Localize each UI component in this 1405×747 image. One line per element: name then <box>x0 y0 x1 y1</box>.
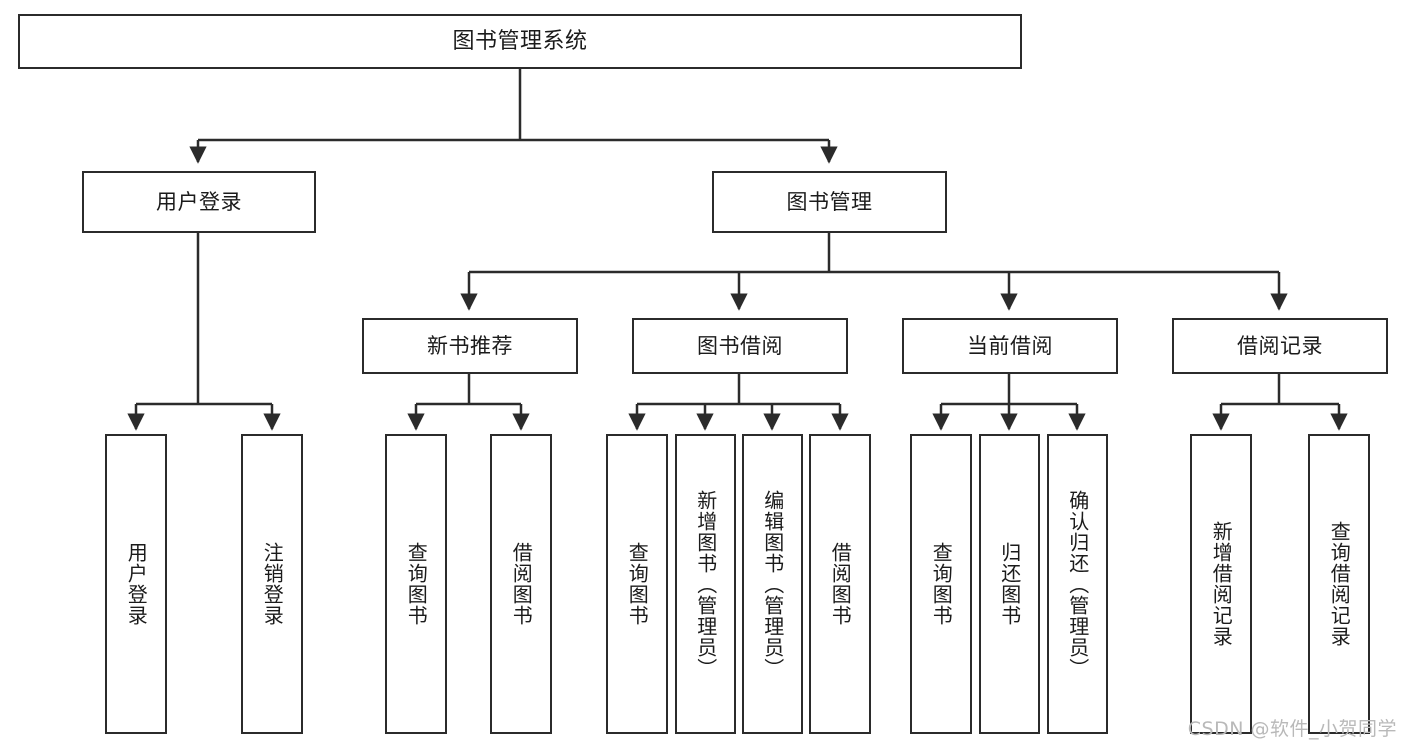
node-root-label: 图书管理系统 <box>452 28 588 54</box>
node-leaf-add-record-label: 新增借阅记录 <box>1209 521 1234 647</box>
node-leaf-query-book-1-label: 查询图书 <box>404 542 429 626</box>
node-leaf-borrow-book-2[interactable]: 借阅图书 <box>809 434 871 734</box>
node-leaf-user-login-label: 用户登录 <box>124 542 149 626</box>
node-leaf-logout-login-label: 注销登录 <box>260 542 285 626</box>
node-leaf-borrow-book-1-label: 借阅图书 <box>509 542 534 626</box>
node-current-borrow[interactable]: 当前借阅 <box>902 318 1118 374</box>
node-new-book-recommend[interactable]: 新书推荐 <box>362 318 578 374</box>
node-leaf-add-book[interactable]: 新增图书（管理员） <box>675 434 736 734</box>
node-borrow-record-label: 借阅记录 <box>1237 333 1323 358</box>
node-book-borrow-label: 图书借阅 <box>697 333 783 358</box>
node-leaf-query-book-3[interactable]: 查询图书 <box>910 434 972 734</box>
node-book-borrow[interactable]: 图书借阅 <box>632 318 848 374</box>
node-leaf-edit-book[interactable]: 编辑图书（管理员） <box>742 434 803 734</box>
node-root[interactable]: 图书管理系统 <box>18 14 1022 69</box>
node-leaf-confirm-return[interactable]: 确认归还（管理员） <box>1047 434 1108 734</box>
node-leaf-logout-login[interactable]: 注销登录 <box>241 434 303 734</box>
node-user-login[interactable]: 用户登录 <box>82 171 316 233</box>
node-leaf-confirm-return-label: 确认归还（管理员） <box>1065 489 1090 679</box>
node-book-management-label: 图书管理 <box>786 189 873 214</box>
node-leaf-return-book[interactable]: 归还图书 <box>979 434 1040 734</box>
node-user-login-label: 用户登录 <box>156 189 242 214</box>
node-leaf-add-record[interactable]: 新增借阅记录 <box>1190 434 1252 734</box>
node-leaf-query-record-label: 查询借阅记录 <box>1327 521 1352 647</box>
node-leaf-user-login[interactable]: 用户登录 <box>105 434 167 734</box>
node-leaf-query-book-2-label: 查询图书 <box>625 542 650 626</box>
node-leaf-query-record[interactable]: 查询借阅记录 <box>1308 434 1370 734</box>
node-leaf-borrow-book-2-label: 借阅图书 <box>828 542 853 626</box>
node-current-borrow-label: 当前借阅 <box>967 333 1053 358</box>
node-leaf-query-book-2[interactable]: 查询图书 <box>606 434 668 734</box>
node-leaf-add-book-label: 新增图书（管理员） <box>693 489 718 679</box>
node-new-book-recommend-label: 新书推荐 <box>427 333 513 358</box>
node-leaf-query-book-3-label: 查询图书 <box>929 542 954 626</box>
node-leaf-edit-book-label: 编辑图书（管理员） <box>760 489 785 679</box>
node-leaf-query-book-1[interactable]: 查询图书 <box>385 434 447 734</box>
csdn-watermark: CSDN @软件_小贺同学 <box>1187 718 1397 740</box>
node-leaf-return-book-label: 归还图书 <box>997 542 1022 626</box>
node-book-management[interactable]: 图书管理 <box>712 171 947 233</box>
node-leaf-borrow-book-1[interactable]: 借阅图书 <box>490 434 552 734</box>
node-borrow-record[interactable]: 借阅记录 <box>1172 318 1388 374</box>
